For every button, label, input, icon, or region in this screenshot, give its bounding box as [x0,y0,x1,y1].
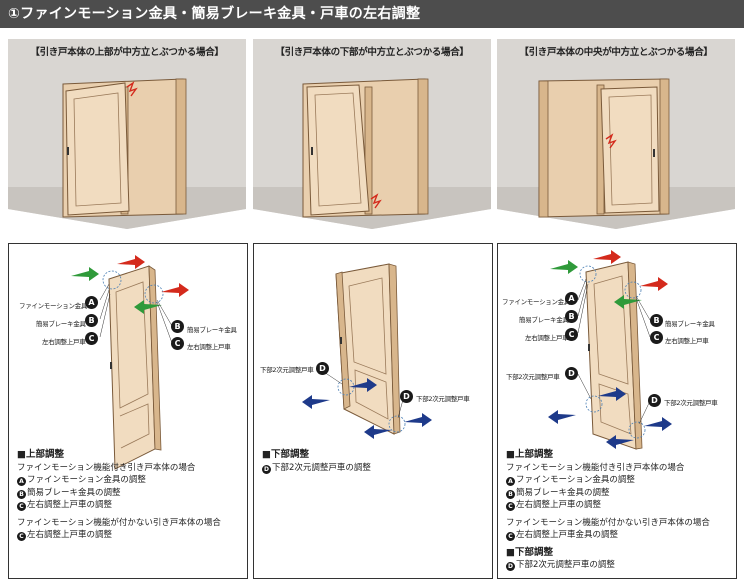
badge-c: C [506,532,515,541]
scene-middle-collision: 【引き戸本体の中央が中方立とぶつかる場合】 [497,39,735,229]
scene-illustration [253,39,491,229]
description-line: ファインモーション機能が付かない引き戸本体の場合 [506,517,710,528]
description-line: 下部2次元調整戸車の調整 [516,560,615,570]
panel-top-adjustment: ファインモーション金具 A 簡易ブレーキ金具 B 左右調整上戸車 C B 簡易ブ… [8,243,248,579]
section-heading: ■下部調整 [262,449,309,460]
description-line: 簡易ブレーキ金具の調整 [516,487,610,498]
badge-b: B [85,314,98,327]
scene-label: 【引き戸本体の上部が中方立とぶつかる場合】 [30,47,224,58]
badge-d: D [400,390,413,403]
description-line: ファインモーション金具の調整 [516,475,635,485]
badge-a: A [565,292,578,305]
callout-label: 下部2次元調整戸車 [506,373,560,381]
scene-illustration [8,39,246,229]
callout-label: 簡易ブレーキ金具 [665,320,715,328]
door-diagram [71,255,189,470]
badge-a: A [17,477,26,486]
scene-label: 【引き戸本体の下部が中方立とぶつかる場合】 [275,47,469,58]
badge-c: C [565,328,578,341]
badge-d: D [565,367,578,380]
callout-label: 左右調整上戸車 [187,343,231,351]
callout-label: 下部2次元調整戸車 [416,395,470,403]
badge-c: C [17,502,26,511]
badge-c: C [171,337,184,350]
section-heading: ■上部調整 [17,449,64,460]
badge-c: C [85,332,98,345]
callout-label: 簡易ブレーキ金具 [519,316,569,324]
description-line: 左右調整上戸車の調整 [516,500,602,510]
badge-d: D [506,562,515,571]
description-line: ファインモーション機能付き引き戸本体の場合 [17,462,196,473]
callout-label: ファインモーション金具 [19,302,88,310]
description-line: 左右調整上戸車金具の調整 [516,530,619,540]
scene-bottom-collision: 【引き戸本体の下部が中方立とぶつかる場合】 [253,39,491,229]
badge-b: B [171,320,184,333]
panel-top-bottom-adjustment: ファインモーション金具 A 簡易ブレーキ金具 B 左右調整上戸車 C B 簡易ブ… [497,243,737,579]
page-title: ①ファインモーション金具・簡易ブレーキ金具・戸車の左右調整 [0,0,744,28]
badge-b: B [565,310,578,323]
scene-label: 【引き戸本体の中央が中方立とぶつかる場合】 [519,47,713,58]
description-line: ファインモーション金具の調整 [27,475,146,485]
section-heading: ■下部調整 [506,546,553,558]
badge-c: C [17,532,26,541]
callout-label: 簡易ブレーキ金具 [187,326,237,334]
description-line: ファインモーション機能付き引き戸本体の場合 [506,462,685,473]
callout-label: 簡易ブレーキ金具 [36,320,86,328]
callout-label: 下部2次元調整戸車 [260,366,314,374]
callout-label: 左右調整上戸車 [665,337,709,345]
door-diagram [548,250,672,450]
description-line: 簡易ブレーキ金具の調整 [27,487,121,498]
badge-a: A [506,477,515,486]
badge-c: C [650,331,663,344]
badge-d: D [316,362,329,375]
door-diagram [302,263,432,439]
callout-label: 左右調整上戸車 [525,334,569,342]
description-line: 左右調整上戸車の調整 [27,500,113,510]
description-line: ファインモーション機能が付かない引き戸本体の場合 [17,517,221,528]
badge-b: B [506,489,515,499]
badge-c: C [506,502,515,511]
badge-a: A [85,296,98,309]
callout-label: 下部2次元調整戸車 [664,399,718,407]
callout-label: 左右調整上戸車 [42,338,86,346]
badge-b: B [17,489,26,499]
badge-b: B [650,314,663,327]
callout-label: ファインモーション金具 [502,298,571,306]
description-line: 左右調整上戸車の調整 [27,530,113,540]
badge-d: D [648,394,661,407]
scene-top-collision: 【引き戸本体の上部が中方立とぶつかる場合】 [8,39,246,229]
section-heading: ■上部調整 [506,449,553,460]
badge-d: D [262,464,271,474]
description-line: 下部2次元調整戸車の調整 [272,462,371,473]
scene-illustration [497,39,735,229]
